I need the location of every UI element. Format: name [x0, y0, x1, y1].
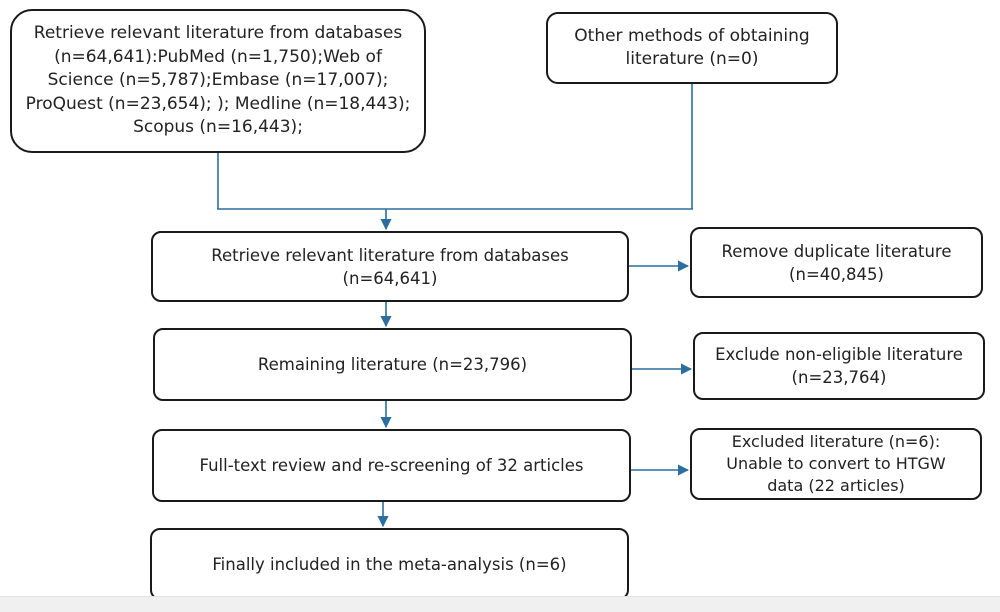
excluded-literature-line-3: data (22 articles)	[767, 476, 905, 495]
other-methods-line-2: literature (n=0)	[625, 49, 759, 69]
final-included-box: Finally included in the meta-analysis (n…	[150, 528, 629, 600]
exclude-non-eligible-line-1: Exclude non-eligible literature	[715, 345, 963, 364]
remaining-line-1: Remaining literature (n=23,796)	[257, 355, 528, 374]
excluded-literature-line-1: Excluded literature (n=6):	[731, 432, 941, 451]
bottom-strip	[0, 596, 1000, 612]
databases-line-1: Retrieve relevant literature from databa…	[33, 23, 403, 44]
exclude-non-eligible-line-2: (n=23,764)	[791, 368, 887, 387]
other-methods-line-1: Other methods of obtaining	[574, 25, 810, 46]
databases-line-5: Scopus (n=16,443);	[133, 117, 303, 138]
excluded-literature-line-2: Unable to convert to HTGW	[726, 454, 946, 473]
remove-duplicates-line-1: Remove duplicate literature	[721, 241, 952, 261]
remove-duplicates-line-2: (n=40,845)	[789, 264, 884, 284]
retrieve-box: Retrieve relevant literature from databa…	[151, 231, 629, 302]
full-text-review-box: Full-text review and re-screening of 32 …	[152, 429, 631, 502]
full-text-review-line-1: Full-text review and re-screening of 32 …	[199, 456, 584, 475]
databases-line-2: (n=64,641):PubMed (n=1,750);Web of	[54, 46, 382, 67]
retrieve-line-1: Retrieve relevant literature from databa…	[211, 245, 569, 265]
final-included-line-1: Finally included in the meta-analysis (n…	[212, 554, 567, 574]
exclude-non-eligible-box: Exclude non-eligible literature (n=23,76…	[693, 332, 985, 400]
other-methods-box: Other methods of obtaining literature (n…	[546, 12, 838, 84]
remove-duplicates-box: Remove duplicate literature (n=40,845)	[690, 227, 983, 298]
databases-box: Retrieve relevant literature from databa…	[10, 9, 426, 153]
databases-line-3: Science (n=5,787);Embase (n=17,007);	[47, 70, 389, 91]
retrieve-line-2: (n=64,641)	[342, 268, 438, 288]
remaining-box: Remaining literature (n=23,796)	[153, 328, 632, 401]
databases-line-4: ProQuest (n=23,654); ); Medline (n=18,44…	[25, 93, 411, 114]
excluded-literature-box: Excluded literature (n=6): Unable to con…	[690, 428, 982, 500]
